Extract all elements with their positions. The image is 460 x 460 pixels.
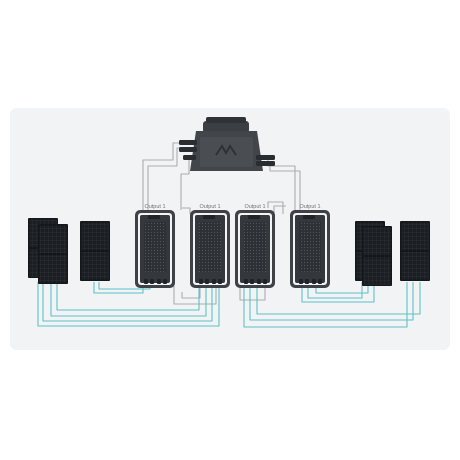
battery-output-label: Output 1 [144,204,165,210]
battery-unit: Output 1 [290,204,330,288]
battery-unit: Output 1 [190,204,230,288]
teal-wiring [37,282,421,328]
solar-panel-icon [355,221,392,286]
battery-unit: Output 1 [235,204,275,288]
inverter-hub-icon [179,117,275,171]
battery-pack-icon [135,210,175,288]
battery-pack-icon [290,210,330,288]
solar-panel-icon [28,218,68,284]
battery-output-label: Output 1 [299,204,320,210]
battery-unit: Output 1 [135,204,175,288]
battery-pack-icon [235,210,275,288]
battery-pack-icon [190,210,230,288]
solar-panel-icon [400,221,430,281]
battery-output-label: Output 1 [244,204,265,210]
battery-output-label: Output 1 [199,204,220,210]
solar-panel-icon [80,221,110,281]
